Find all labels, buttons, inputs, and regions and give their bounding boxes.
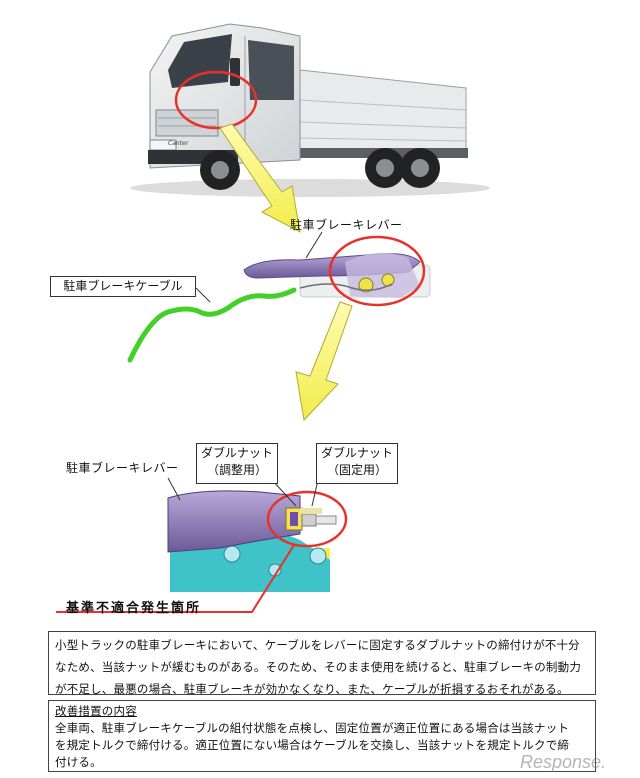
remedy-line-2: を規定トルクで締付ける。適正位置にない場合はケーブルを交換し、当該ナットを規定ト… (55, 738, 570, 752)
nut-adjust-title: ダブルナット (200, 446, 273, 460)
defect-pointer-line (56, 544, 295, 613)
cable-pointer-line (195, 287, 211, 303)
nut-adjust-label-box: ダブルナット （調整用） (196, 443, 278, 484)
lever-highlight-ellipse (328, 235, 426, 307)
lever-detail-image (167, 490, 337, 592)
remedy-box: 改善措置の内容 全車両、駐車ブレーキケーブルの組付状態を点検し、固定位置が適正位… (48, 700, 596, 772)
watermark-logo: Response. (520, 752, 607, 772)
nut-adjust-sub: （調整用） (206, 463, 267, 477)
arrow-2-icon (295, 301, 353, 422)
lever-pointer-line (305, 231, 323, 259)
truck-image (130, 23, 490, 197)
nut-fixed-sub: （固定用） (326, 463, 387, 477)
nut-adjust-pointer (271, 479, 297, 507)
cable-label: 駐車ブレーキケーブル (63, 279, 183, 293)
remedy-line-3: 付ける。 (55, 755, 102, 769)
detail-lever-pointer (167, 477, 181, 501)
lever-label-top: 駐車ブレーキレバー (290, 218, 403, 232)
description-box: 小型トラックの駐車ブレーキにおいて、ケーブルをレバーに固定するダブルナットの締付… (48, 631, 596, 696)
nut-fixed-pointer (311, 479, 319, 507)
remedy-title: 改善措置の内容 (55, 704, 137, 718)
remedy-line-1: 全車両、駐車ブレーキケーブルの組付状態を点検し、固定位置が適正位置にある場合は当… (55, 721, 570, 735)
description-line-1: 小型トラックの駐車ブレーキにおいて、ケーブルをレバーに固定するダブルナットの締付… (55, 638, 580, 652)
lever-label-bottom: 駐車ブレーキレバー (66, 461, 179, 475)
nut-fixed-title: ダブルナット (320, 446, 393, 460)
truck-highlight-ellipse (174, 70, 258, 130)
arrow-1-icon (219, 123, 301, 233)
nut-fixed-label-box: ダブルナット （固定用） (316, 443, 398, 484)
description-line-3: が不足し、最悪の場合、駐車ブレーキが効かなくなり、また、ケーブルが折損するおそれ… (55, 682, 569, 696)
defect-location-label: 基準不適合発生箇所 (66, 601, 202, 616)
detail-highlight-ellipse (266, 490, 348, 548)
cable-label-box: 駐車ブレーキケーブル (50, 276, 196, 297)
description-line-2: なため、当該ナットが緩むものがある。そのため、そのまま使用を続けると、駐車ブレー… (55, 660, 582, 674)
lever-assembly-image (243, 252, 431, 298)
brake-cable-line (127, 287, 297, 363)
truck-badge: Canter (168, 140, 189, 147)
